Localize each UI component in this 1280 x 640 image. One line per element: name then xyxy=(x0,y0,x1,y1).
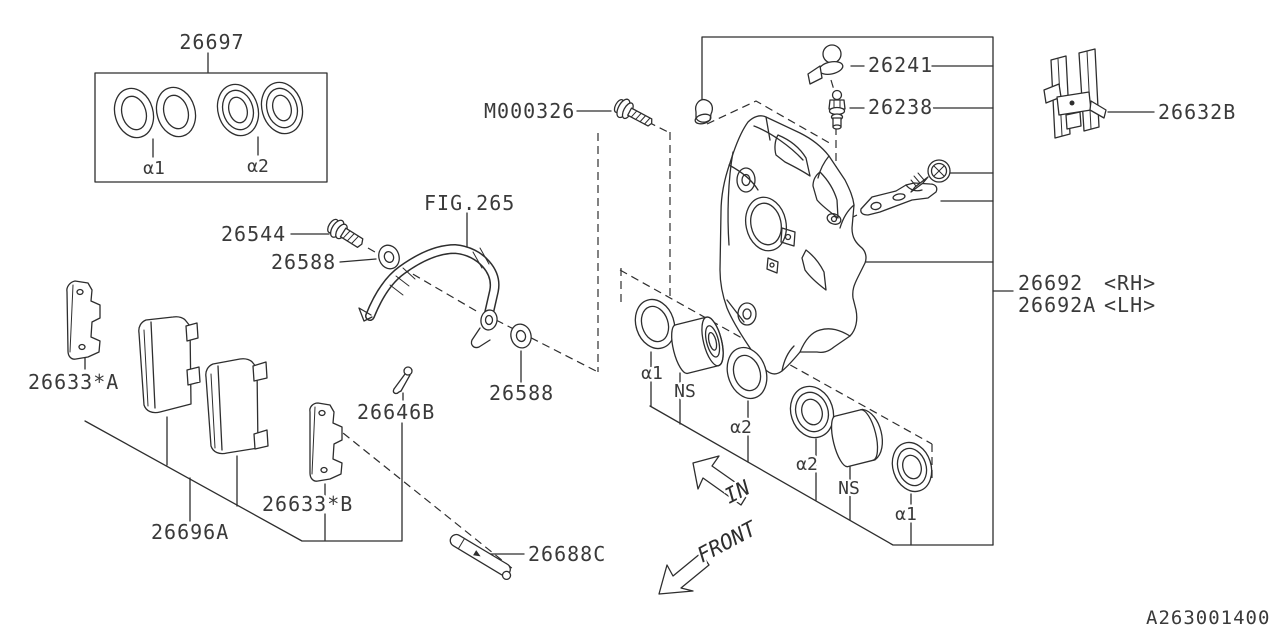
label-row-alpha2: α2 xyxy=(730,417,752,438)
in-arrow-icon xyxy=(692,455,750,506)
pad-clip-set xyxy=(1043,48,1107,139)
mount-bolt xyxy=(613,98,653,127)
gasket-washer xyxy=(378,244,400,270)
banjo-bolt xyxy=(327,218,364,248)
piston-seal xyxy=(789,385,835,439)
label-alpha2: α2 xyxy=(247,156,269,177)
caliper-piston xyxy=(671,316,724,375)
brake-pad-inner xyxy=(205,358,269,455)
label-guide-pin: 26688C xyxy=(528,542,606,566)
caliper-piston xyxy=(830,408,884,468)
label-seal-kit: 26697 xyxy=(179,30,244,54)
label-bleeder-cap: 26241 xyxy=(868,53,933,77)
leader-lines xyxy=(84,36,1155,555)
piston-seal-ring xyxy=(155,86,197,138)
banjo-fitting xyxy=(470,309,498,349)
pad-spring-bracket xyxy=(860,182,938,216)
label-alpha1: α1 xyxy=(143,158,165,179)
labels: 26697 α1 α2 M000326 26241 26238 26632B 2… xyxy=(26,28,1270,630)
label-air-bleeder: 26238 xyxy=(868,95,933,119)
doc-number: A263001400 xyxy=(1146,607,1270,629)
label-pad-kit: 26696A xyxy=(151,520,229,544)
label-wear-indicator: 26646B xyxy=(357,400,435,424)
piston-seal-row xyxy=(634,298,933,493)
label-gasket-2: 26588 xyxy=(489,381,554,405)
label-caliper-lh-num: 26692A xyxy=(1018,293,1096,317)
piston-seal xyxy=(726,346,768,400)
brake-pad-outer xyxy=(138,316,201,414)
label-pad-clip-set: 26632B xyxy=(1158,100,1236,124)
dust-boot-ring xyxy=(216,83,260,137)
front-arrow-icon xyxy=(658,552,710,595)
label-row-ns2: NS xyxy=(838,478,860,499)
seal-kit-box xyxy=(94,72,328,183)
label-shim-inner: 26633*B xyxy=(262,492,353,516)
caliper-body xyxy=(719,115,867,375)
label-m-bolt: M000326 xyxy=(484,99,575,123)
label-row-ns: NS xyxy=(674,381,696,402)
bleeder-cap xyxy=(807,44,844,85)
guide-pin xyxy=(449,533,512,581)
label-gasket-1: 26588 xyxy=(271,250,336,274)
label-shim-outer: 26633*A xyxy=(28,370,119,394)
gasket-washer xyxy=(510,323,532,349)
bore-plug-cap xyxy=(694,98,713,125)
brake-hose xyxy=(358,243,500,349)
piston-seal-ring xyxy=(113,87,155,139)
label-row-alpha2b: α2 xyxy=(796,454,818,475)
label-caliper-lh-side: <LH> xyxy=(1104,293,1156,317)
wear-indicator-clip xyxy=(392,366,413,395)
label-front: FRONT xyxy=(693,516,761,568)
label-row-alpha1b: α1 xyxy=(895,504,917,525)
dust-boot xyxy=(891,441,933,493)
label-row-alpha1: α1 xyxy=(641,363,663,384)
outer-shim xyxy=(66,280,101,360)
label-hose-fig: FIG.265 xyxy=(424,191,515,215)
label-caliper-rh-num: 26692 xyxy=(1018,271,1083,295)
air-bleeder-screw xyxy=(828,89,846,130)
dust-boot xyxy=(634,298,676,350)
label-caliper-rh-side: <RH> xyxy=(1104,271,1156,295)
inner-shim xyxy=(309,402,343,482)
dust-boot-ring xyxy=(260,81,304,135)
label-banjo-bolt: 26544 xyxy=(221,222,286,246)
direction-arrows xyxy=(658,455,750,595)
bracket-screw xyxy=(910,159,951,193)
